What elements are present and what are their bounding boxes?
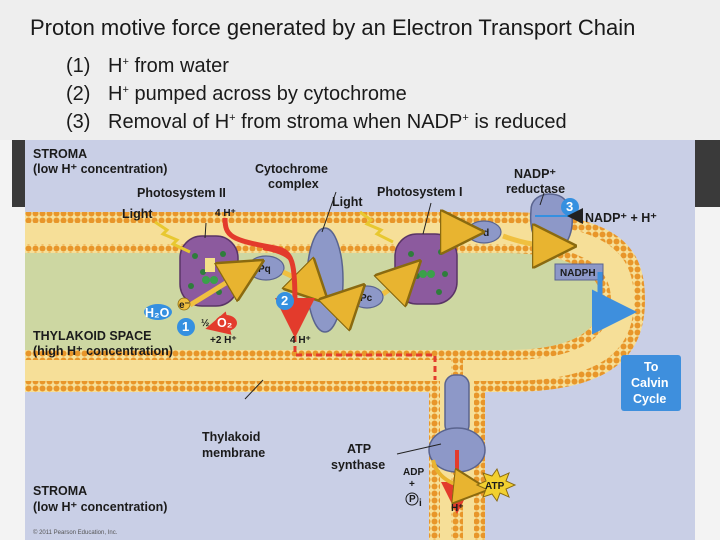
nadph-label: NADPH <box>560 268 596 279</box>
water-label: H₂O <box>145 306 170 320</box>
atp-burst <box>475 467 517 503</box>
bullet-item: (2) H+ pumped across by cytochrome <box>66 76 567 105</box>
step-2-number: 2 <box>281 293 288 308</box>
proton-diffusion-arrow <box>293 336 437 380</box>
nadp-reductase-label-2: reductase <box>506 182 565 196</box>
bullet-text: Removal of H <box>108 111 230 133</box>
calvin-label-2: Calvin <box>631 376 669 390</box>
step-1-number: 1 <box>182 319 189 334</box>
nadp-reaction-label: NADP⁺ + H⁺ <box>585 211 657 225</box>
atp-formation-arrow <box>431 459 473 488</box>
fd-carrier: Fd <box>466 220 502 244</box>
plus-label: + <box>409 479 415 490</box>
electron-flow-arrow <box>383 274 407 294</box>
thylakoid-membrane-label-1: Thylakoid <box>202 430 260 444</box>
bullet-list: (1)H+ from water(2)H+ pumped across by c… <box>66 48 567 133</box>
electron-transport-diagram: Fd Pq Pc 1 2 3 e⁻ H₂O ½ O₂ NADPH <box>25 140 695 540</box>
svg-text:Fd: Fd <box>477 228 489 239</box>
bullet-text: H <box>108 55 123 77</box>
adp-label: ADP <box>403 467 424 478</box>
electron-flow-arrow <box>337 298 351 300</box>
stroma-top-subtitle: (low H⁺ concentration) <box>33 162 167 176</box>
half-label: ½ <box>201 318 209 329</box>
electron-label: e⁻ <box>179 300 190 311</box>
pointer-line <box>396 443 442 455</box>
step-3-number: 3 <box>566 199 573 214</box>
h-bottom-label: H⁺ <box>451 503 464 514</box>
photosystem-1-label: Photosystem I <box>377 185 462 199</box>
superscript: + <box>229 112 236 124</box>
pq-carrier: Pq <box>247 255 285 281</box>
electron-dot <box>177 297 191 311</box>
atp-label: ATP <box>485 481 505 492</box>
bullet-text: is reduced <box>468 111 567 133</box>
electron-flow-arrow <box>188 270 247 308</box>
pointer-line <box>539 192 545 206</box>
calvin-arrow <box>592 272 637 335</box>
thylakoid-space-subtitle: (high H⁺ concentration) <box>33 344 173 358</box>
oxygen-molecule <box>215 315 237 331</box>
h4-lumen-label: 4 H⁺ <box>290 335 311 346</box>
bullet-text: pumped across by cytochrome <box>128 83 407 105</box>
light-label-ps2: Light <box>122 207 153 221</box>
bullet-text: from water <box>128 55 229 77</box>
oxygen-label: O₂ <box>217 316 232 330</box>
stroma-bottom-heading: STROMA <box>33 484 87 498</box>
atp-synthase-label-2: synthase <box>331 458 385 472</box>
superscript: + <box>122 56 129 68</box>
svg-text:Pq: Pq <box>258 264 271 275</box>
cytochrome-complex <box>306 227 344 333</box>
phosphate-label: P <box>409 494 416 505</box>
thylakoid-space-heading: THYLAKOID SPACE <box>33 329 152 343</box>
bullet-item: (1) H+ from water <box>66 48 567 77</box>
pointer-line <box>244 379 264 400</box>
atp-synthase-label-1: ATP <box>347 442 371 456</box>
cytochrome-label-2: complex <box>268 177 319 191</box>
svg-text:Pc: Pc <box>360 293 373 304</box>
step-1-badge <box>177 318 195 336</box>
bullet-item: (3)Removal of H+ from stroma when NADP+ … <box>66 104 567 133</box>
stroma-top-heading: STROMA <box>33 147 87 161</box>
bullet-number: (1) <box>66 55 91 77</box>
slide-title: Proton motive force generated by an Elec… <box>30 15 636 40</box>
light-label-ps1: Light <box>332 195 363 209</box>
photosystem-2-label: Photosystem II <box>137 186 226 200</box>
nadp-reductase-label-1: NADP⁺ <box>514 167 556 181</box>
proton-pump-arrow <box>222 217 315 338</box>
plus-2h-label: +2 H⁺ <box>210 335 237 346</box>
electron-flow-arrow <box>502 236 557 246</box>
bullet-text: from stroma when NADP <box>235 111 463 133</box>
light-zigzag <box>154 220 191 254</box>
atp-synthase-enzyme <box>428 374 486 473</box>
calvin-box <box>621 355 681 411</box>
phosphate-circle <box>405 492 419 506</box>
superscript: + <box>122 84 129 96</box>
calvin-label-3: Cycle <box>633 392 666 406</box>
phosphate-subscript: i <box>419 498 422 509</box>
pc-carrier: Pc <box>350 285 384 309</box>
calvin-label-1: To <box>644 360 659 374</box>
slide-header <box>0 0 720 140</box>
step-2-badge <box>276 292 294 310</box>
nadph-box <box>554 263 604 281</box>
light-zigzag <box>359 210 394 244</box>
h4-stroma-label: 4 H⁺ <box>215 208 236 219</box>
water-molecule <box>144 304 172 320</box>
superscript: + <box>462 112 469 124</box>
pointer-line <box>321 191 337 233</box>
electron-flow-arrow <box>445 232 465 238</box>
proton-pump-arrow-secondary <box>262 246 293 262</box>
copyright: © 2011 Pearson Education, Inc. <box>33 529 118 536</box>
photosystem-1 <box>394 233 458 305</box>
stroma-bottom-subtitle: (low H⁺ concentration) <box>33 500 167 514</box>
pointer-line <box>204 222 207 239</box>
electron-flow-arrow <box>283 272 315 290</box>
bullet-text: H <box>108 83 123 105</box>
thylakoid-membrane-label-2: membrane <box>202 446 265 460</box>
cytochrome-label-1: Cytochrome <box>255 162 328 176</box>
pointer-line <box>422 202 432 235</box>
bullet-number: (2) <box>66 83 91 105</box>
bullet-number: (3) <box>66 111 91 133</box>
